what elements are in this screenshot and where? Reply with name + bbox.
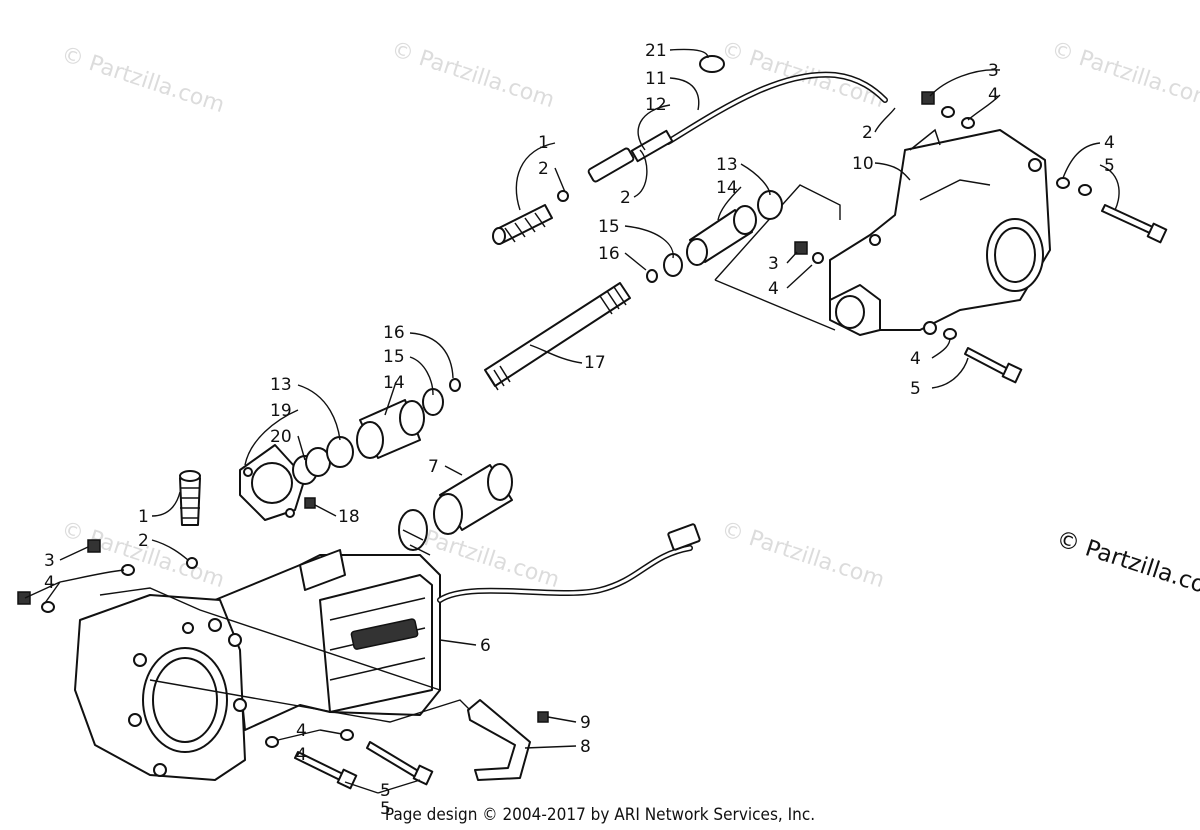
drive-boot-upper: [646, 190, 783, 283]
callout-number: 5: [1104, 156, 1115, 176]
washer: [941, 106, 955, 118]
washer: [340, 729, 354, 741]
washer: [1078, 184, 1092, 196]
callout-number: 4: [988, 85, 999, 105]
drive-shaft: [484, 282, 631, 391]
watermark: © Partzilla.com: [1048, 37, 1200, 113]
nut: [794, 241, 808, 255]
callout-number: 3: [768, 254, 779, 274]
callout-number: 14: [383, 373, 405, 393]
callout-number: 19: [270, 401, 292, 421]
copyright-text: © Partzilla.com: [1053, 526, 1200, 606]
callout-number: 4: [910, 349, 921, 369]
bolt: [964, 347, 1023, 384]
watermark-layer: © Partzilla.com © Partzilla.com © Partzi…: [58, 37, 1200, 593]
callout-number: 11: [645, 69, 667, 89]
side-cover: [74, 594, 247, 781]
washer: [943, 328, 957, 340]
bolt: [366, 741, 434, 786]
callout-number: 4: [296, 745, 307, 765]
callout-number: 2: [620, 188, 631, 208]
bracket: [467, 699, 531, 781]
callout-number: 2: [138, 531, 149, 551]
callout-number: 4: [44, 573, 55, 593]
nut: [17, 591, 31, 605]
washer: [41, 601, 55, 613]
callout-number: 18: [338, 507, 360, 527]
callout-number: 7: [428, 457, 439, 477]
callout-number: 5: [910, 379, 921, 399]
callout-number: 3: [44, 551, 55, 571]
washer: [265, 736, 279, 748]
leader-frame: [714, 279, 836, 331]
callout-leaders: [24, 48, 1120, 794]
drive-boot-lower: [356, 378, 461, 459]
callout-number: 1: [538, 133, 549, 153]
leader-frame: [714, 184, 841, 281]
callout-number: 4: [768, 279, 779, 299]
callout-number: 20: [270, 427, 292, 447]
callout-number: 1: [138, 507, 149, 527]
callout-number: 8: [580, 737, 591, 757]
callout-number: 5: [380, 799, 391, 819]
callout-number: 13: [270, 375, 292, 395]
callout-number: 9: [580, 713, 591, 733]
callout-number: 14: [716, 178, 738, 198]
callout-number: 6: [480, 636, 491, 656]
connector: [667, 523, 701, 551]
callout-number: 16: [383, 323, 405, 343]
callout-number: 2: [862, 123, 873, 143]
callout-number: 4: [1104, 133, 1115, 153]
callout-number: 17: [584, 353, 606, 373]
screw: [537, 711, 549, 723]
watermark: © Partzilla.com: [58, 517, 227, 593]
leader-frame: [149, 679, 471, 723]
callout-number: 21: [645, 41, 667, 61]
callout-number: 3: [988, 61, 999, 81]
callout-number: 5: [380, 781, 391, 801]
watermark: © Partzilla.com: [718, 517, 887, 593]
leader-frame: [99, 587, 441, 691]
front-gear-case: [829, 128, 1051, 336]
callout-number: 15: [383, 347, 405, 367]
snap-ring: [699, 55, 725, 73]
callout-number: 10: [852, 154, 874, 174]
washer: [961, 117, 975, 129]
bolt: [1101, 204, 1168, 244]
washer: [812, 252, 824, 264]
screw: [304, 497, 316, 509]
callout-labels: 21 11 12 1 2 2 3 4 2 10 4 5 13 14 15 16 …: [44, 41, 1115, 819]
cable-end-fitting: [630, 129, 674, 163]
wiring-harness-inner: [438, 546, 692, 602]
output-boot: [433, 463, 513, 535]
rubber-boot: [179, 470, 201, 526]
callout-number: 2: [538, 159, 549, 179]
watermark: © Partzilla.com: [58, 42, 227, 118]
callout-number: 13: [716, 155, 738, 175]
cotter-clip: [186, 557, 198, 569]
callout-number: 12: [645, 95, 667, 115]
watermark: © Partzilla.com: [388, 37, 557, 113]
nut: [87, 539, 101, 553]
washer: [1056, 177, 1070, 189]
callout-number: 4: [296, 721, 307, 741]
callout-number: 16: [598, 244, 620, 264]
shift-cable-inner: [666, 73, 887, 144]
callout-number: 15: [598, 217, 620, 237]
rubber-boot: [492, 204, 553, 245]
cotter-clip: [557, 190, 569, 202]
cable-adjuster: [587, 147, 635, 183]
footer-credit: Page design © 2004-2017 by ARI Network S…: [385, 805, 815, 825]
seal-rings: [292, 436, 354, 485]
seal-plate: [239, 444, 306, 521]
